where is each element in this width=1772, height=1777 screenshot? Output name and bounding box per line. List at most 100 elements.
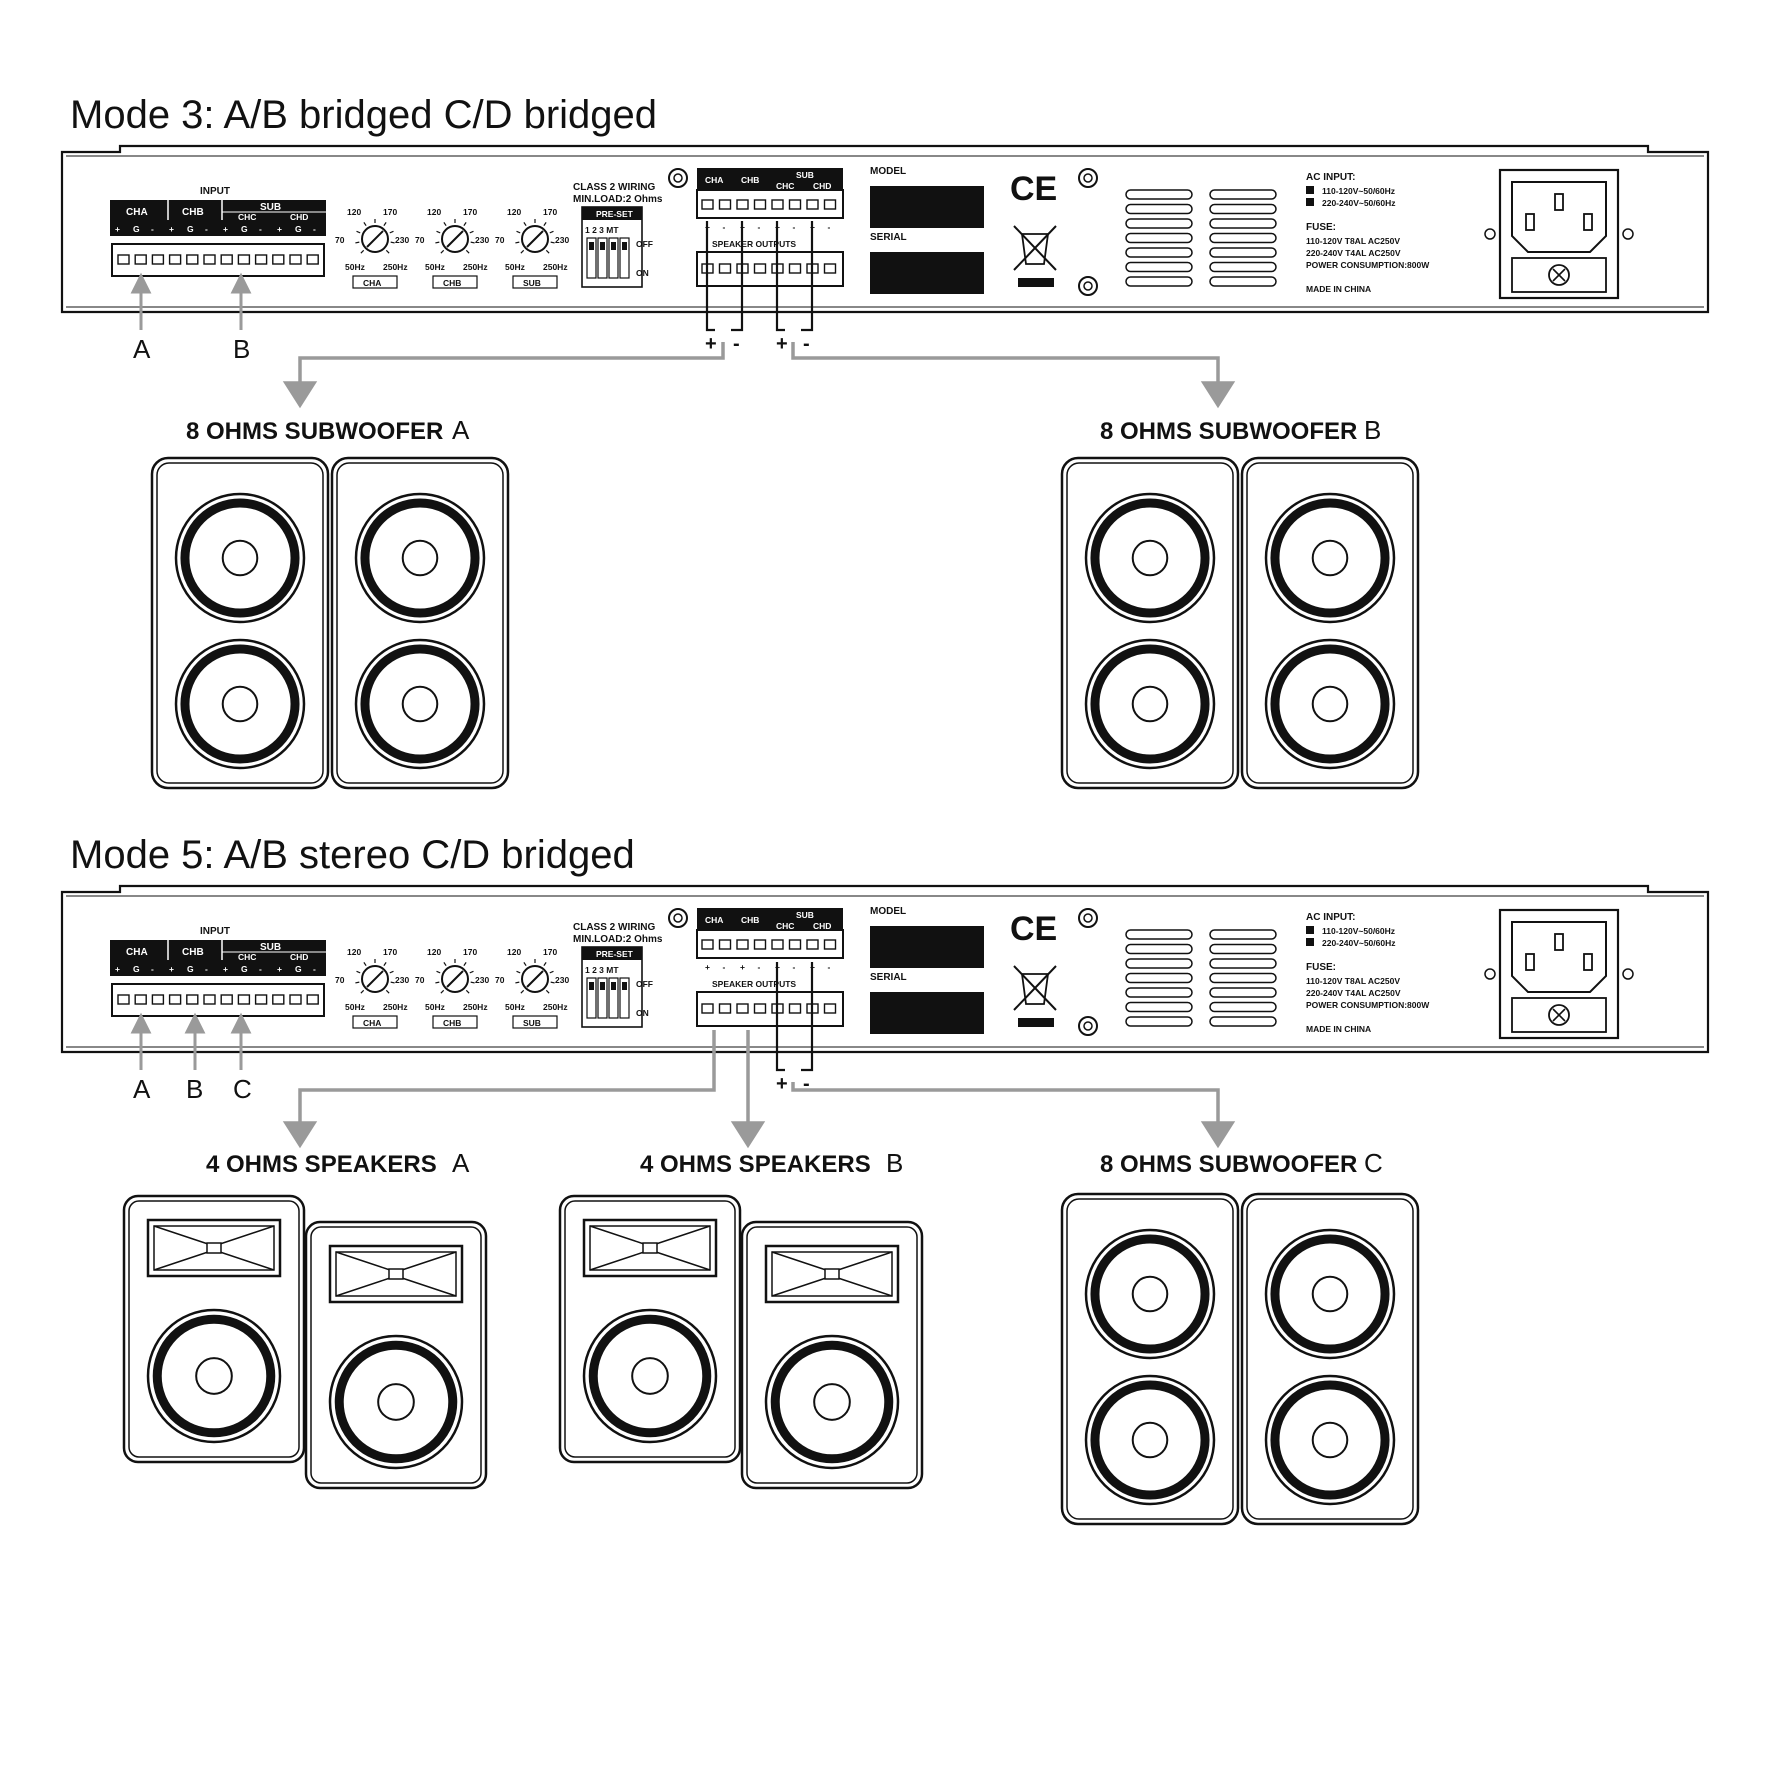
input-header-bar xyxy=(110,940,326,960)
vent-slot xyxy=(1125,247,1193,258)
knob-name-box xyxy=(512,1015,558,1029)
checkbox-icon xyxy=(1306,198,1314,206)
screw-icon-inner xyxy=(673,173,683,183)
checkbox-icon xyxy=(1306,186,1314,194)
output-chb-label: CHB xyxy=(741,175,759,185)
ac-input-title: AC INPUT: xyxy=(1306,172,1355,183)
input-sub-label: SUB xyxy=(260,942,281,953)
output-pin-sign: - xyxy=(758,962,761,972)
output-pin-sign: + xyxy=(705,962,710,972)
knob-tick-120: 120 xyxy=(427,947,441,957)
knob-name: CHB xyxy=(443,278,461,288)
preset-off: OFF xyxy=(636,239,653,249)
terminal-screw xyxy=(753,939,767,950)
terminal-screw xyxy=(117,254,130,265)
horn-tweeter-icon xyxy=(328,1244,464,1304)
input-title: INPUT xyxy=(200,926,230,937)
input-pin-sign: G xyxy=(187,224,194,234)
knob-tick xyxy=(360,249,365,254)
preset-title: PRE-SET xyxy=(596,949,634,959)
fuse-line: 220-240V T4AL AC250V xyxy=(1306,988,1401,998)
knob-tick-170: 170 xyxy=(463,947,477,957)
speaker-label-a: 4 OHMS SPEAKERS xyxy=(206,1151,437,1178)
serial-plate xyxy=(870,992,984,1034)
output-arrows xyxy=(282,342,1236,409)
knob-tick-70: 70 xyxy=(415,975,425,985)
output-header-bar xyxy=(697,908,843,930)
inlet-pin xyxy=(1554,193,1564,211)
knob-tick xyxy=(385,249,390,254)
knob-tick xyxy=(355,981,360,984)
speaker-letter-a: A xyxy=(452,415,470,445)
ce-mark-icon: CE xyxy=(1010,910,1057,948)
input-pin-sign: G xyxy=(241,964,248,974)
knob-tick xyxy=(435,981,440,984)
knob-tick xyxy=(440,989,445,994)
input-header-bar xyxy=(110,200,326,220)
fuse-title: FUSE: xyxy=(1306,962,1336,973)
sign-plus-cd: + xyxy=(776,333,788,355)
model-label: MODEL xyxy=(870,906,906,917)
knob-tick-120: 120 xyxy=(507,207,521,217)
mount-hole xyxy=(1484,968,1496,980)
knob-pointer xyxy=(366,970,384,988)
horn-inner xyxy=(589,1225,711,1271)
output-chc-label: CHC xyxy=(776,181,794,191)
input-label-a: A xyxy=(133,1074,151,1104)
knob-tick xyxy=(520,249,525,254)
fuse-line: POWER CONSUMPTION:800W xyxy=(1306,260,1430,270)
model-label: MODEL xyxy=(870,166,906,177)
output-cha-label: CHA xyxy=(705,915,723,925)
knob-tick-250hz: 250Hz xyxy=(543,262,568,272)
terminal-screw xyxy=(823,1003,837,1014)
terminal-screw xyxy=(823,263,837,274)
terminal-screw xyxy=(736,199,749,210)
knob-tick xyxy=(385,989,390,994)
knob-tick-50hz: 50Hz xyxy=(505,1002,525,1012)
output-pin-sign: - xyxy=(793,962,796,972)
horn-flare xyxy=(589,1225,711,1271)
serial-label: SERIAL xyxy=(870,972,907,983)
panel-chassis xyxy=(60,144,1710,314)
model-plate xyxy=(870,926,984,968)
screw-icon-inner xyxy=(1083,913,1093,923)
input-pin-sign: G xyxy=(295,964,302,974)
cabinet-inner xyxy=(1066,462,1234,784)
knob-tick-120: 120 xyxy=(347,947,361,957)
serial-plate xyxy=(870,252,984,294)
knob-tick-170: 170 xyxy=(383,207,397,217)
terminal-screw xyxy=(220,254,233,265)
terminal-screw xyxy=(254,254,268,265)
terminal-screw xyxy=(701,939,714,950)
input-label-b: B xyxy=(186,1074,203,1104)
vent-slot xyxy=(1125,276,1193,287)
knob-name: SUB xyxy=(523,278,541,288)
input-chd-label: CHD xyxy=(290,952,308,962)
cabinet-inner xyxy=(336,462,504,784)
terminal-screw xyxy=(272,994,285,1005)
model-plate xyxy=(870,186,984,228)
knob-tick-170: 170 xyxy=(383,947,397,957)
horn-throat xyxy=(824,1268,840,1280)
knob-pointer xyxy=(366,230,384,248)
output-cha-label: CHA xyxy=(705,175,723,185)
made-in-label: MADE IN CHINA xyxy=(1306,284,1371,294)
terminal-screw xyxy=(771,199,784,210)
knob-tick-70: 70 xyxy=(335,235,345,245)
inlet-pin xyxy=(1525,953,1535,971)
knob-tick-170: 170 xyxy=(543,207,557,217)
terminal-screw xyxy=(168,994,182,1005)
knob-tick-120: 120 xyxy=(347,207,361,217)
input-title: INPUT xyxy=(200,186,230,197)
knob-tick xyxy=(363,962,367,967)
sign-minus-cd: - xyxy=(803,1073,810,1095)
output-pin-sign: - xyxy=(758,222,761,232)
vent-slot xyxy=(1125,1016,1193,1027)
mode-5-title: Mode 5: A/B stereo C/D bridged xyxy=(70,833,635,877)
vent-slot xyxy=(1125,929,1193,940)
dip-switch-knob xyxy=(611,242,616,250)
terminal-screw xyxy=(272,254,285,265)
dip-switch xyxy=(608,237,619,279)
ac-input-title: AC INPUT: xyxy=(1306,912,1355,923)
terminal-screw xyxy=(186,994,199,1005)
